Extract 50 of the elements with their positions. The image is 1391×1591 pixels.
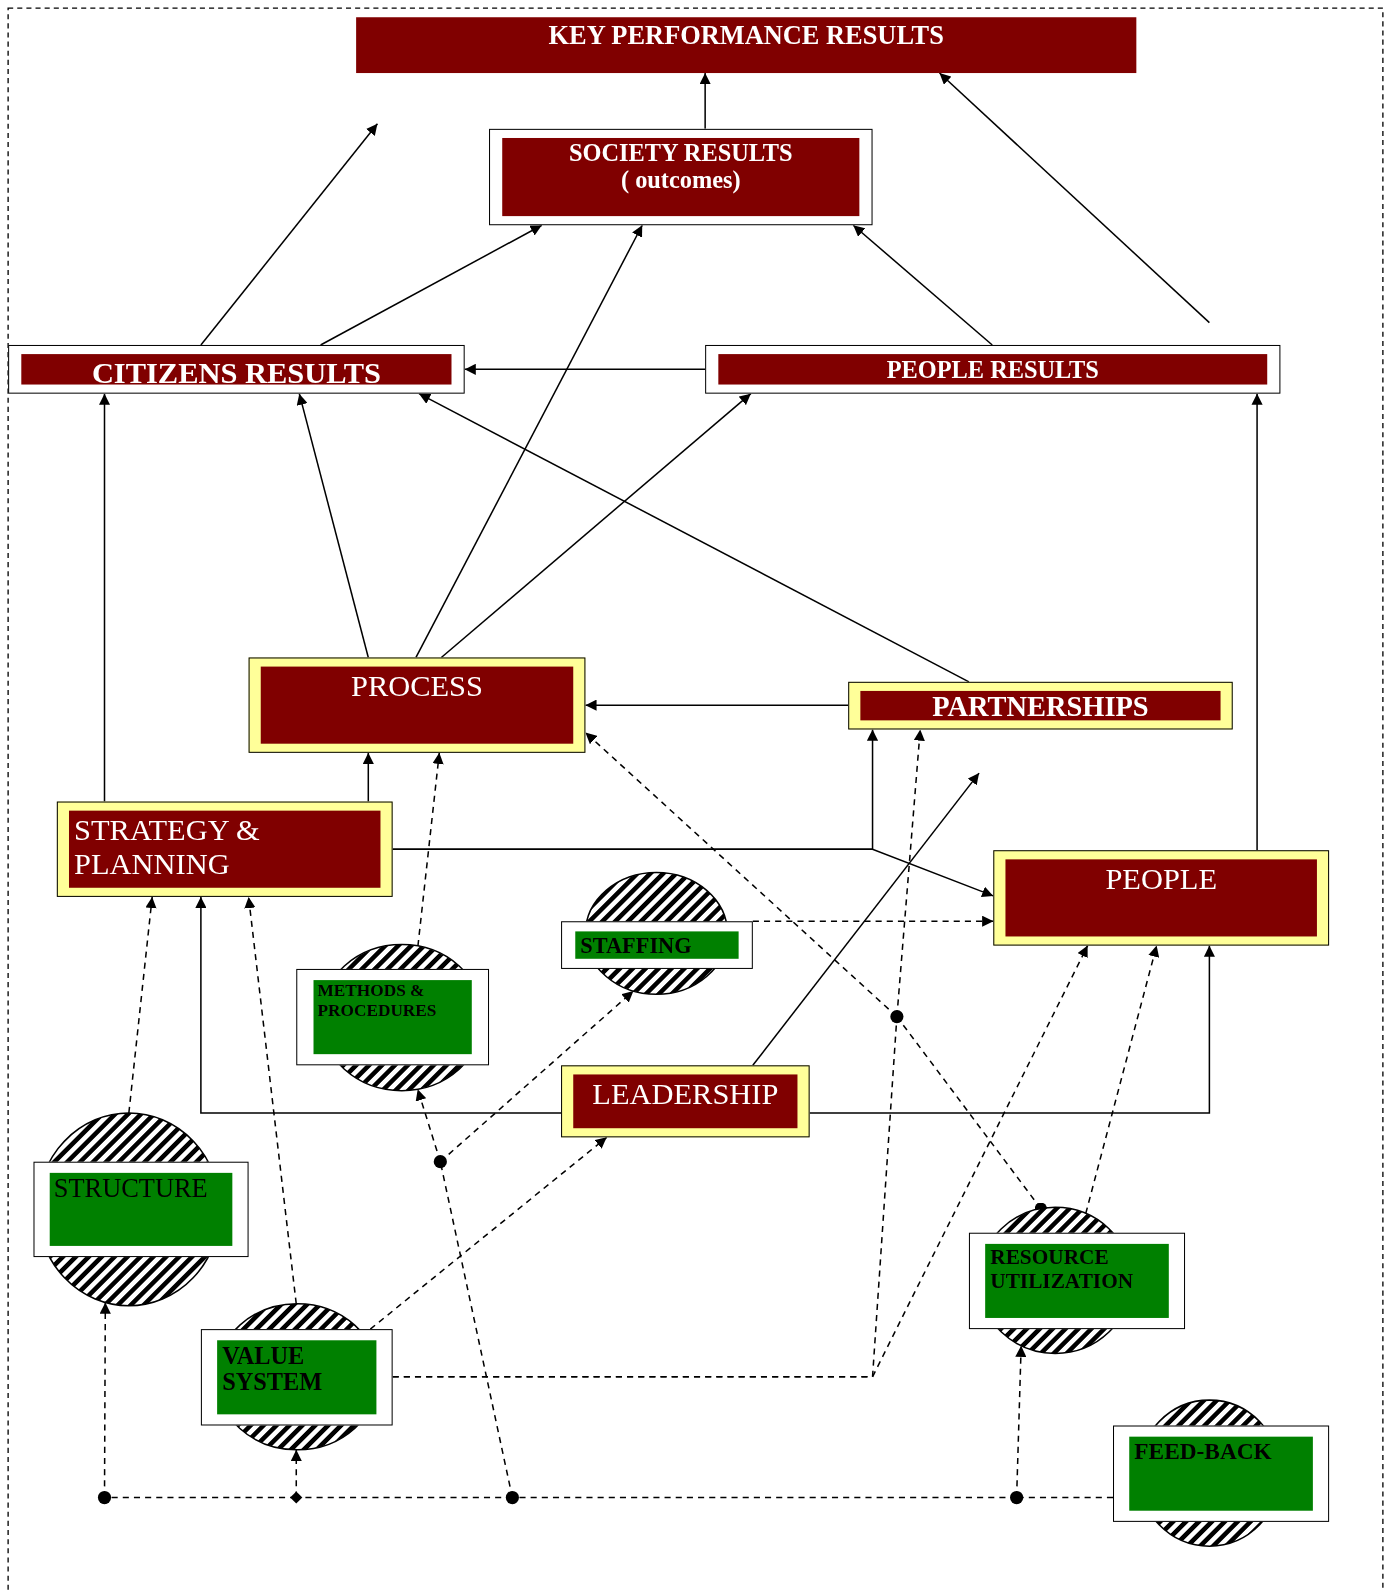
- arrow: [195, 896, 562, 1114]
- arrow: [852, 224, 994, 346]
- arrow: [98, 392, 111, 803]
- node-label: FEED-BACK: [1134, 1438, 1273, 1465]
- node-label: RESOURCE UTILIZATION: [990, 1245, 1135, 1293]
- result-box: [993, 850, 1330, 946]
- arrow: [418, 392, 970, 683]
- arrow: [296, 392, 370, 659]
- arrow: [319, 224, 543, 346]
- node-label: VALUE SYSTEM: [222, 1342, 324, 1396]
- arrow: [752, 772, 980, 1067]
- result-box: [848, 681, 1233, 730]
- arrow: [391, 944, 1089, 1378]
- arrow: [128, 896, 157, 1114]
- node-label: LEADERSHIP: [591, 1076, 780, 1110]
- node-label: STRATEGY & PLANNING: [74, 812, 261, 880]
- arrow: [463, 363, 706, 375]
- arrow: [1085, 944, 1160, 1215]
- arrow: [415, 224, 643, 659]
- node-label: PEOPLE: [1104, 861, 1218, 895]
- arrow: [752, 915, 995, 927]
- arrow: [362, 752, 374, 803]
- node-label: SOCIETY RESULTS: [568, 140, 794, 167]
- node-label: KEY PERFORMANCE RESULTS: [547, 21, 945, 51]
- result-box: [8, 344, 465, 394]
- arrow: [699, 72, 711, 130]
- title-bar: [356, 17, 1137, 74]
- node-label: METHODS & PROCEDURES: [317, 982, 438, 1021]
- node-label: PARTNERSHIPS: [931, 691, 1150, 724]
- arrow: [244, 896, 297, 1305]
- result-box: [705, 344, 1281, 394]
- node-label: ( outcomes): [619, 166, 742, 194]
- arrow: [440, 392, 752, 659]
- arrow: [417, 752, 444, 947]
- result-box: [248, 657, 586, 753]
- result-box: [561, 1065, 810, 1138]
- result-box: [56, 801, 393, 897]
- node-label: STAFFING: [580, 933, 693, 958]
- arrow: [584, 699, 849, 711]
- arrow: [200, 123, 379, 346]
- arrow: [391, 848, 995, 898]
- node-label: PEOPLE RESULTS: [885, 357, 1100, 384]
- node-label: PROCESS: [350, 668, 484, 703]
- arrow: [1251, 392, 1263, 851]
- node-label: STRUCTURE: [53, 1174, 209, 1204]
- result-box: [489, 128, 873, 226]
- arrow: [808, 944, 1215, 1114]
- arrow: [369, 1136, 608, 1330]
- node-label: CITIZENS RESULTS: [90, 355, 382, 389]
- arrow: [938, 72, 1211, 324]
